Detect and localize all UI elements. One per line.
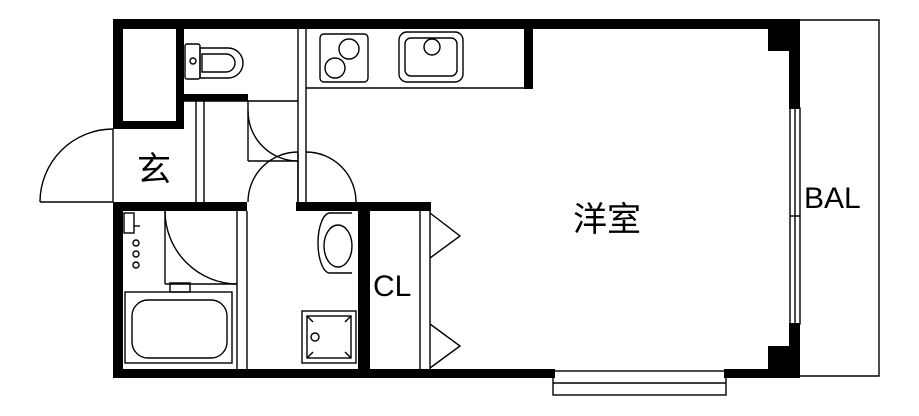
bathtub-icon	[124, 282, 233, 364]
stove-icon	[319, 33, 369, 83]
bottom-window	[552, 370, 727, 396]
balcony-window	[789, 107, 801, 325]
room-label-western: 洋室	[573, 200, 641, 240]
toilet-icon	[184, 43, 244, 80]
door-swings	[39, 101, 462, 369]
room-label-entrance: 玄	[137, 150, 171, 190]
bath-faucet-icon	[123, 212, 140, 269]
interior-walls	[113, 19, 533, 378]
exterior-walls	[113, 19, 800, 378]
washing-machine-icon	[301, 310, 357, 364]
thin-partitions	[184, 29, 431, 369]
room-label-closet: CL	[373, 270, 412, 303]
washbasin-icon	[317, 212, 353, 274]
sink-icon	[398, 31, 464, 83]
room-label-balcony: BAL	[804, 182, 861, 215]
kitchen-counter	[306, 31, 524, 89]
